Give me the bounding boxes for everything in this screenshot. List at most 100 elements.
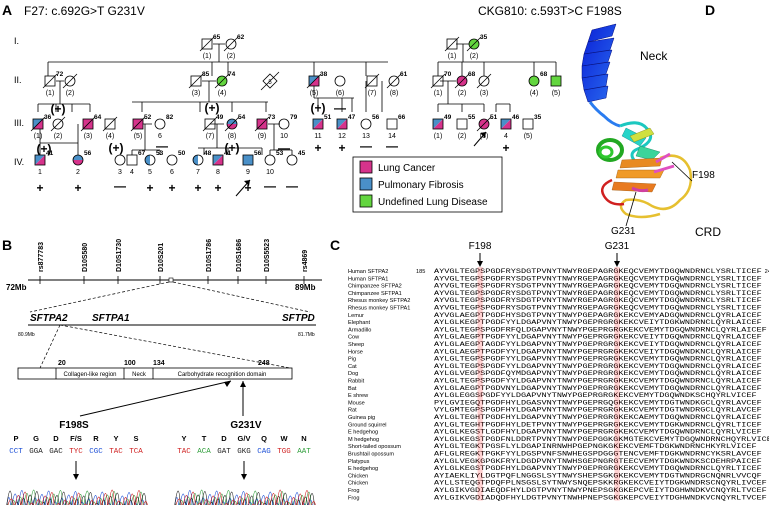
marker-label: D10S201 — [158, 243, 165, 272]
f2-ii-1: 70(1) — [430, 71, 452, 97]
codon: TGG — [277, 448, 291, 456]
f1-ii-6: (6) — [334, 75, 346, 97]
label-neck: Neck — [640, 49, 668, 63]
f1-iv-6-number: 6 — [170, 169, 174, 176]
f2-iii-2-age: 55 — [468, 114, 476, 121]
legend-box — [352, 156, 503, 213]
sequence: AYLGLAEGPTAGDFYYLDGAPVNYTNWYPGEPRGRGKEKC… — [434, 341, 762, 348]
f2-iii-5: 35(5) — [522, 114, 542, 140]
amino-acid: S — [133, 434, 138, 443]
f1-iv-status-3: — — [114, 179, 126, 193]
sequence: PYLGVIEGQTPGDFHYLDGASVNYTNWYPGEPRGQGKEKC… — [434, 399, 762, 406]
f1-ii-3: 85(3) — [188, 71, 210, 97]
f2-i-2-number: (2) — [470, 53, 479, 60]
f1-iii-5: 52(5) — [130, 114, 152, 140]
f1-iii-10-age: 79 — [290, 114, 298, 121]
species-name: M hedgehog — [348, 437, 379, 443]
f1-i-2-number: (2) — [227, 53, 236, 60]
sequence: AYVGLTEGPSPGDFRYSDGTPVNYTNWYRGEPAGRGKEQC… — [434, 283, 762, 290]
end-number: 248 — [765, 269, 769, 275]
species-name: Rat — [348, 408, 357, 414]
f2-iii-4: 464 — [500, 114, 520, 140]
f1-iv-2-age: 56 — [84, 150, 92, 157]
sequence: AYLGLAEGPTPGDFYYLDGAPVNYTNWYPGEPRGRGKEKC… — [434, 348, 762, 355]
f1-iii-9: 73 (9) — [254, 114, 276, 140]
codon: CGC — [89, 448, 103, 456]
domain-zoom-lines — [39, 324, 291, 369]
f1-iii-5-number: (5) — [134, 133, 143, 140]
f1-iii-1-number: (1) — [34, 133, 43, 140]
amino-acid: G — [33, 434, 39, 443]
species-name: Horse — [348, 349, 363, 355]
marker-rs877783: rs877783 — [38, 242, 45, 284]
f2-ii-4: 68(4) — [528, 71, 548, 97]
f1-iii-6-age: 82 — [166, 114, 174, 121]
sequence: AYVGLTEGPSPGDFRYSDGTPVNYTNWYRGEPAGRGKEQC… — [434, 297, 762, 304]
marker-arrowhead-g231 — [614, 261, 620, 267]
sequence: AYLGLTEGKTPGSFLYLDGAPINRNWHPGEPNGKGKEKCV… — [434, 443, 757, 450]
f1-iii-4-number: (4) — [106, 133, 115, 140]
f1-iii-9-age: 73 — [268, 114, 276, 121]
f1-iv-7: 487 — [192, 150, 212, 176]
domain-crd: Carbohydrate recognition domain — [178, 372, 267, 378]
f1-i-1-number: (1) — [203, 53, 212, 60]
amino-acid: D — [53, 434, 59, 443]
f1-ii-4-status: (+) — [205, 101, 220, 115]
f2-i-1-number: (1) — [448, 53, 457, 60]
f1-iii-status-9: — — [386, 139, 398, 153]
f1-iii-3: 64(3) — [80, 114, 102, 140]
species-name: Cat — [348, 364, 357, 370]
f1-iv-5-age: 53 — [156, 150, 164, 157]
f1-iv-9: 569 — [242, 150, 262, 176]
f1-i-2-age: 62 — [237, 34, 245, 41]
f1-iii-9-number: (9) — [258, 133, 267, 140]
species-name: Rhesus monkey SFTPA1 — [348, 306, 410, 312]
sequence: AYLGLAEGPTPGDVNYLDGAPVNYTNWYPGEPRGRGKEKC… — [434, 385, 762, 392]
panel-label-c: C — [330, 237, 340, 253]
f2-i-2-age: 35 — [480, 34, 488, 41]
domain-number-20: 20 — [58, 360, 66, 367]
panel-label-d: D — [705, 2, 715, 18]
f1-ii-7-number: (7) — [368, 90, 377, 97]
f1-iv-status-4: + — [146, 181, 153, 195]
f1-iii-12-age: 47 — [348, 114, 356, 121]
f1-iii-status-2: (+) — [109, 141, 124, 155]
gene-sftpd: SFTPD — [282, 313, 315, 324]
panel-label-a: A — [2, 2, 12, 18]
f1-ii-4: 74(4) — [214, 71, 236, 97]
crd-domain — [596, 121, 693, 219]
f2-ii-1-age: 70 — [444, 71, 452, 78]
f1-iii-status-5: — — [278, 141, 290, 155]
amino-acid: Q — [261, 434, 267, 443]
domain-number-248: 248 — [258, 360, 270, 367]
f1-iv-3-number: 3 — [118, 169, 122, 176]
legend-swatch-pulmonary-fibrosis — [359, 177, 373, 191]
codon: ACA — [197, 448, 211, 456]
marker-d10s201: D10S201 — [158, 243, 165, 284]
f1-iii-4: (4) — [102, 116, 118, 140]
f1-ii-8: 61(8) — [386, 71, 408, 97]
amino-acid: Y — [113, 434, 118, 443]
species-name: Human SFTPA2 — [348, 269, 388, 275]
amino-acid: F/S — [70, 434, 82, 443]
species-name: Pig — [348, 357, 356, 363]
mut1-label: F198S — [59, 420, 89, 431]
f1-iv-4-number: 4 — [130, 169, 134, 176]
species-name: Frog — [348, 488, 360, 494]
f1-ii-5b-age: 38 — [320, 71, 328, 78]
legend-swatch-lung-cancer — [359, 160, 373, 174]
f1-iii-13-age: 56 — [372, 114, 380, 121]
species-name: Lemur — [348, 313, 364, 319]
